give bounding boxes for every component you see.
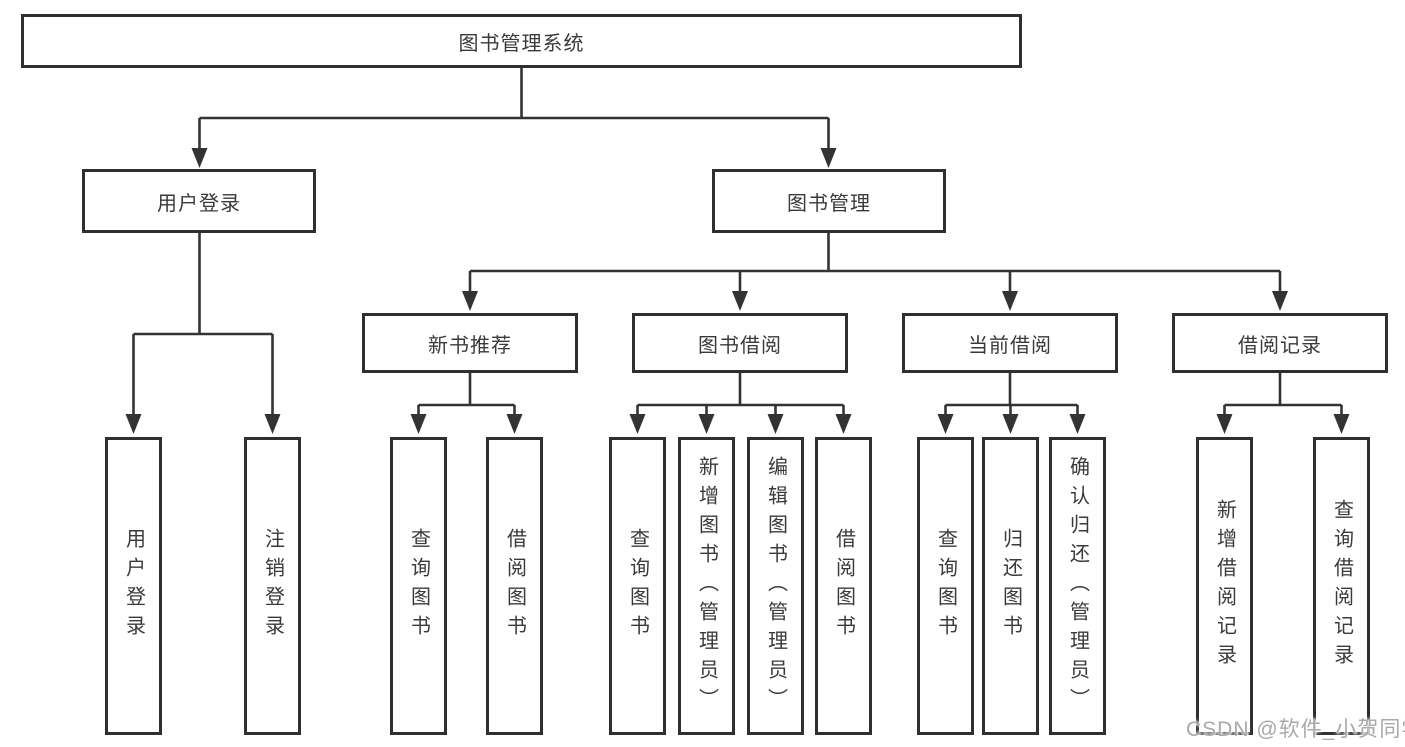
- leaf-query-books-current-label: 查询图书: [934, 528, 957, 644]
- leaf-add-books-admin-label: 新增图书（管理员）: [695, 455, 718, 717]
- leaf-user-login: 用户登录: [105, 437, 162, 735]
- leaf-borrow-books-recommend-label: 借阅图书: [503, 528, 526, 644]
- node-book-borrowing: 图书借阅: [632, 313, 848, 373]
- node-user-login: 用户登录: [82, 169, 316, 233]
- node-book-management: 图书管理: [712, 169, 946, 233]
- csdn-watermark: CSDN @软件_小贺同学: [1186, 718, 1405, 741]
- leaf-query-books-borrowing-label: 查询图书: [626, 528, 649, 644]
- leaf-user-login-label: 用户登录: [122, 528, 145, 644]
- leaf-query-books-recommend-label: 查询图书: [407, 528, 430, 644]
- leaf-confirm-return-admin: 确认归还（管理员）: [1049, 437, 1106, 735]
- node-current-borrowing: 当前借阅: [902, 313, 1118, 373]
- leaf-query-books-recommend: 查询图书: [390, 437, 447, 735]
- leaf-return-books: 归还图书: [982, 437, 1039, 735]
- leaf-edit-books-admin: 编辑图书（管理员）: [747, 437, 804, 735]
- leaf-borrow-books-recommend: 借阅图书: [486, 437, 543, 735]
- leaf-logout: 注销登录: [244, 437, 301, 735]
- leaf-add-borrow-record-label: 新增借阅记录: [1213, 499, 1236, 673]
- node-borrowing-records: 借阅记录: [1172, 313, 1388, 373]
- leaf-query-borrow-record: 查询借阅记录: [1313, 437, 1370, 735]
- node-new-book-recommend: 新书推荐: [362, 313, 578, 373]
- leaf-borrow-books-label: 借阅图书: [832, 528, 855, 644]
- node-library-management-system: 图书管理系统: [21, 14, 1022, 68]
- leaf-return-books-label: 归还图书: [999, 528, 1022, 644]
- leaf-query-books-borrowing: 查询图书: [609, 437, 666, 735]
- leaf-confirm-return-admin-label: 确认归还（管理员）: [1066, 455, 1089, 717]
- leaf-logout-label: 注销登录: [261, 528, 284, 644]
- leaf-add-borrow-record: 新增借阅记录: [1196, 437, 1253, 735]
- leaf-add-books-admin: 新增图书（管理员）: [678, 437, 735, 735]
- leaf-query-borrow-record-label: 查询借阅记录: [1330, 499, 1353, 673]
- leaf-borrow-books: 借阅图书: [815, 437, 872, 735]
- leaf-edit-books-admin-label: 编辑图书（管理员）: [764, 455, 787, 717]
- leaf-query-books-current: 查询图书: [917, 437, 974, 735]
